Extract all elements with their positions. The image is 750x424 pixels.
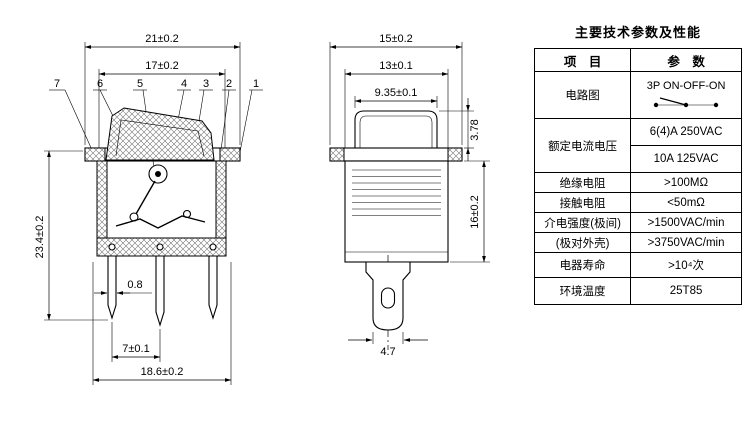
- dim-7: 7±0.1: [122, 343, 149, 355]
- spec-panel: 主要技术参数及性能 项 目 参 数 电路图 3P ON-OFF-ON: [533, 22, 742, 305]
- dim-18-6: 18.6±0.2: [141, 366, 184, 378]
- contact-label: 接触电阻: [533, 192, 632, 213]
- dielectric-pole-value: >1500VAC/min: [630, 212, 742, 233]
- rating-value-2: 10A 125VAC: [630, 145, 742, 173]
- dim-16: 16±0.2: [469, 195, 481, 229]
- spec-row-rating-1: 额定电流电压 6(4)A 250VAC: [533, 118, 742, 173]
- rocker-switch-front: [84, 107, 241, 327]
- life-label: 电器寿命: [533, 252, 632, 278]
- temperature-label: 环境温度: [533, 277, 632, 305]
- terminal-left: [107, 255, 117, 320]
- col-header-param: 参 数: [630, 48, 742, 72]
- rating-value-1: 6(4)A 250VAC: [630, 118, 742, 146]
- rocker-cap: [354, 110, 438, 149]
- temperature-value: 25T85: [630, 277, 742, 305]
- spec-row-circuit: 电路图 3P ON-OFF-ON: [533, 71, 742, 119]
- dielectric-case-value: >3750VAC/min: [630, 232, 742, 253]
- terminal-center: [155, 255, 165, 327]
- terminal-hole: [380, 287, 396, 309]
- spec-table-title: 主要技术参数及性能: [574, 25, 701, 40]
- contact-bar: [115, 215, 206, 229]
- terminal-right: [208, 255, 218, 320]
- spec-header-row: 项 目 参 数: [533, 48, 742, 72]
- insulation-value: >100MΩ: [630, 172, 742, 193]
- part-label-6: 6: [97, 78, 103, 90]
- circuit-value: 3P ON-OFF-ON: [646, 80, 726, 92]
- housing-side: [344, 160, 449, 263]
- spec-row-life: 电器寿命 >10⁴次: [533, 252, 742, 278]
- contact-value: <50mΩ: [630, 192, 742, 213]
- part-label-5: 5: [137, 78, 143, 90]
- part-label-7: 7: [54, 78, 60, 90]
- spec-row-temperature: 环境温度 25T85: [533, 277, 742, 305]
- front-view-drawing: 21±0.2 17±0.2 7 6 5 4 3: [34, 33, 263, 385]
- spec-row-insulation: 绝缘电阻 >100MΩ: [533, 172, 742, 193]
- rocker-button: [105, 107, 215, 161]
- spec-row-contact: 接触电阻 <50mΩ: [533, 192, 742, 213]
- dielectric-case-label: (极对外壳): [533, 232, 632, 253]
- circuit-label: 电路图: [533, 71, 632, 119]
- dim-15: 15±0.2: [379, 33, 413, 45]
- spec-row-dielectric-case: (极对外壳) >3750VAC/min: [533, 232, 742, 253]
- part-label-1: 1: [253, 78, 259, 90]
- part-label-2: 2: [226, 78, 232, 90]
- circuit-value-cell: 3P ON-OFF-ON: [630, 71, 742, 119]
- rocker-switch-side: [329, 110, 463, 350]
- technical-drawing: 21±0.2 17±0.2 7 6 5 4 3: [34, 33, 490, 385]
- life-value: >10⁴次: [630, 252, 742, 278]
- spec-row-dielectric-pole: 介电强度(极间) >1500VAC/min: [533, 212, 742, 233]
- spec-table: 项 目 参 数 电路图 3P ON-OFF-ON: [533, 48, 742, 305]
- dim-17: 17±0.2: [145, 60, 179, 72]
- dim-3-78: 3.78: [469, 119, 481, 140]
- rating-label: 额定电流电压: [533, 118, 632, 173]
- part-label-4: 4: [181, 78, 187, 90]
- dim-9-35: 9.35±0.1: [375, 87, 418, 99]
- circuit-symbol-icon: [653, 97, 719, 108]
- dim-13: 13±0.1: [379, 60, 413, 72]
- dim-4-7: 4.7: [380, 346, 395, 358]
- mounting-flange-side: [329, 147, 463, 162]
- dim-23-4: 23.4±0.2: [34, 216, 46, 259]
- dielectric-pole-label: 介电强度(极间): [533, 212, 632, 233]
- housing-ribs: [352, 169, 441, 216]
- dim-0-8: 0.8: [127, 279, 142, 291]
- spec-row-rating-2: 10A 125VAC: [535, 145, 742, 173]
- dim-21: 21±0.2: [145, 33, 179, 45]
- side-view-drawing: 15±0.2 13±0.1 9.35±0.1: [329, 33, 490, 358]
- col-header-item: 项 目: [533, 48, 632, 72]
- part-label-3: 3: [203, 78, 209, 90]
- insulation-label: 绝缘电阻: [533, 172, 632, 193]
